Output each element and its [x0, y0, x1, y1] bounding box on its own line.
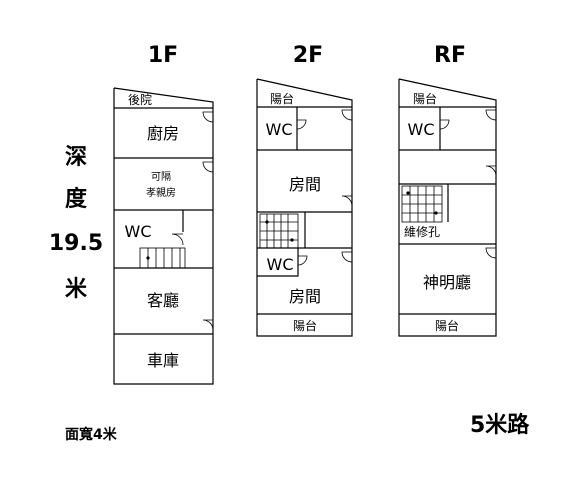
rf-door-wc	[439, 119, 450, 130]
rf-label-balcony-bottom: 陽台	[435, 318, 459, 333]
2f-door-room-bottom	[341, 251, 353, 263]
depth-char-2: 度	[65, 186, 88, 212]
rf-door-shrine	[485, 247, 497, 259]
2f-label-room-top: 房間	[289, 175, 321, 194]
1f-stair-dot	[146, 256, 150, 260]
depth-value: 19.5	[49, 231, 103, 256]
1f-door-elder	[202, 161, 214, 173]
plan-rf: 陽台 WC 維修孔 神明廳 陽台	[398, 78, 497, 337]
floor-label-1f: 1F	[148, 43, 178, 68]
2f-door-balcony	[341, 109, 353, 121]
rf-door-balcony	[485, 109, 497, 121]
2f-label-room-bottom: 房間	[289, 287, 321, 306]
2f-door-room-top	[341, 195, 353, 207]
rf-stair-dot	[434, 211, 438, 215]
depth-annotation: 深 度 19.5 米	[49, 145, 103, 302]
2f-door-wc-top	[296, 119, 307, 130]
2f-wc-bottom-wall	[257, 248, 299, 277]
1f-label-wc: WC	[125, 222, 152, 241]
2f-label-balcony-top: 陽台	[270, 91, 294, 106]
rf-label-wc: WC	[408, 120, 435, 139]
floor-label-rf: RF	[434, 43, 466, 68]
floor-label-2f: 2F	[293, 43, 323, 68]
1f-stair	[139, 247, 186, 269]
plan-2f: 陽台 WC 房間 WC 房間 陽台	[256, 78, 353, 337]
road-annotation: 5米路	[470, 412, 530, 438]
2f-label-wc-top: WC	[266, 120, 293, 139]
depth-unit: 米	[65, 277, 88, 302]
2f-door-wc-bottom	[297, 255, 308, 266]
depth-char-1: 深	[65, 145, 87, 170]
1f-label-backyard: 後院	[128, 93, 152, 107]
rf-label-shrine-hall: 神明廳	[423, 273, 471, 292]
2f-label-wc-bottom: WC	[267, 255, 294, 274]
1f-door-living	[202, 319, 214, 331]
1f-label-partition: 可隔	[151, 171, 171, 183]
1f-label-elder-room: 孝親房	[146, 186, 176, 199]
1f-door-wc	[171, 233, 184, 246]
rf-label-maintenance-hole: 維修孔	[404, 224, 440, 239]
1f-door-kitchen	[202, 111, 214, 123]
rf-outer-wall	[398, 78, 497, 337]
rf-stair-dot	[406, 191, 410, 195]
rf-door-mid	[485, 165, 497, 177]
1f-label-garage: 車庫	[147, 351, 179, 370]
2f-stair-dot	[290, 238, 294, 242]
width-annotation: 面寬4米	[65, 426, 118, 443]
plan-1f: 後院 廚房 可隔 孝親房 WC 客廳 車庫	[113, 87, 214, 385]
1f-outer-wall	[113, 87, 214, 385]
1f-label-living: 客廳	[147, 291, 179, 310]
2f-label-balcony-bottom: 陽台	[293, 318, 317, 333]
rf-label-balcony-top: 陽台	[413, 91, 437, 106]
2f-outer-wall	[256, 78, 353, 337]
2f-stair-dot	[265, 220, 269, 224]
1f-label-kitchen: 廚房	[147, 124, 179, 143]
